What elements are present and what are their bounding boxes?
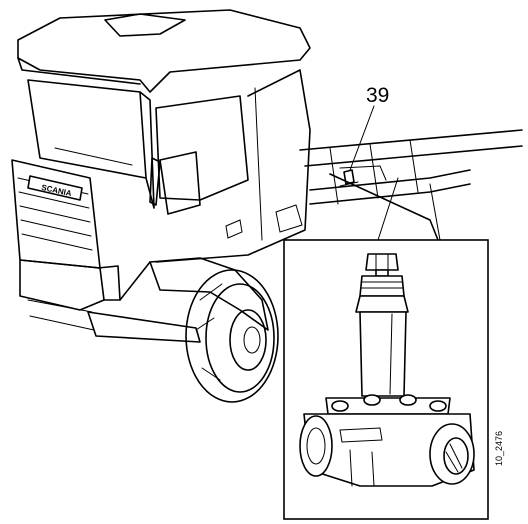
chassis-frame (299, 129, 523, 246)
front-wheel (185, 269, 279, 403)
valve-location-marker (339, 105, 375, 187)
callout-number-label: 39 (366, 84, 390, 107)
callout-leader-line (349, 105, 375, 171)
detail-inset (283, 177, 489, 520)
figure-code-label: 10_2476 (494, 430, 504, 466)
brand-badge (27, 175, 83, 201)
valve-detail (299, 253, 475, 487)
truck-cab (11, 9, 311, 343)
